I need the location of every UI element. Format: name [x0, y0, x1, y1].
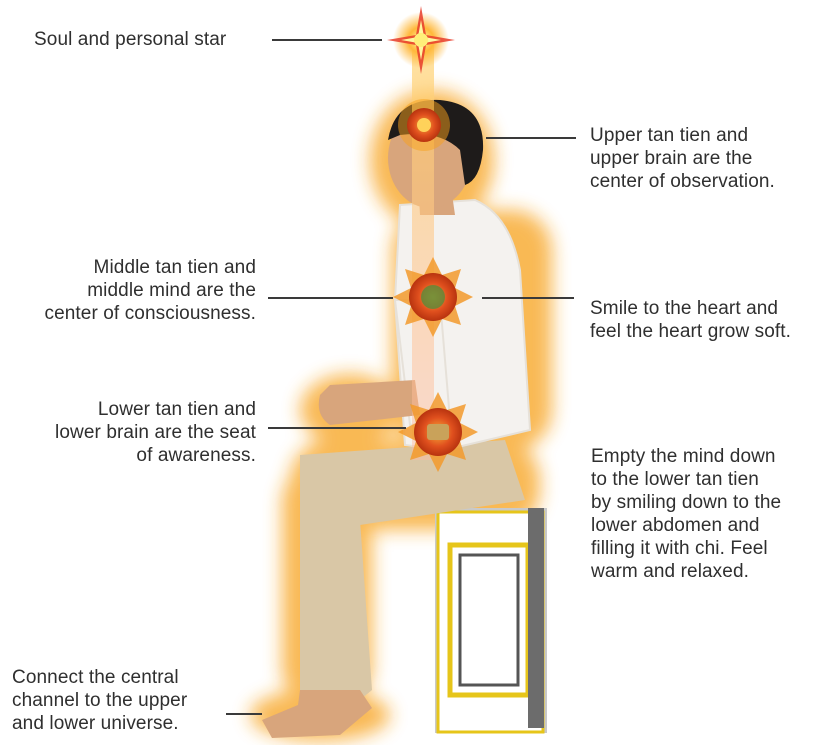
leader-smile-heart [482, 297, 574, 299]
smile-heart-label: Smile to the heart and feel the heart gr… [590, 297, 791, 343]
lower-tan-tien-label: Lower tan tien and lower brain are the s… [20, 398, 256, 467]
soul-star-label: Soul and personal star [34, 28, 226, 51]
soul-star-icon [387, 6, 455, 74]
connect-channel-label: Connect the central channel to the upper… [12, 666, 187, 735]
leader-upper-tan-tien [486, 137, 576, 139]
lower-tan-tien-icon [398, 392, 478, 472]
leader-connect-channel [226, 713, 262, 715]
leader-middle-tan-tien [268, 297, 393, 299]
leader-lower-tan-tien [268, 427, 406, 429]
upper-tan-tien-label: Upper tan tien and upper brain are the c… [590, 124, 775, 193]
middle-tan-tien-label: Middle tan tien and middle mind are the … [30, 256, 256, 325]
leader-soul-star [272, 39, 382, 41]
middle-tan-tien-icon [393, 257, 473, 337]
empty-mind-label: Empty the mind down to the lower tan tie… [591, 445, 781, 583]
upper-tan-tien-icon [398, 99, 450, 151]
stool [435, 508, 547, 733]
